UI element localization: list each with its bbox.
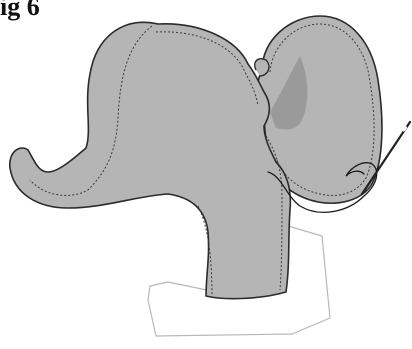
ear-attachment-curl [255, 59, 269, 76]
figure-step-label: ig 6 [0, 0, 40, 20]
elephant-head [10, 22, 291, 298]
